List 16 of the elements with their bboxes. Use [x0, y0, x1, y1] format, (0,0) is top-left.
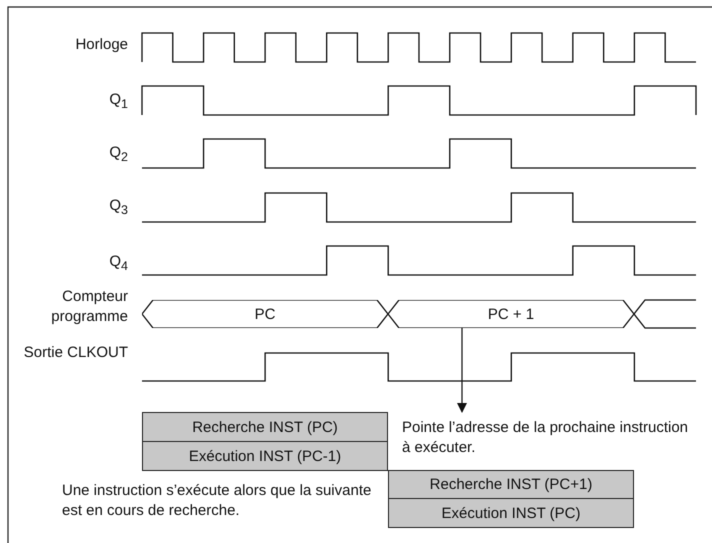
signal-label: Horloge — [74, 35, 128, 55]
signal-label: Q$_{3}$ — [108, 196, 128, 219]
instruction-box: Exécution INST (PC) — [388, 498, 634, 528]
signal-label: Q$_{4}$ — [108, 252, 128, 275]
signal-label: Q$_{2}$ — [108, 143, 128, 166]
note-text: Pointe l’adresse de la prochaine instruction à exécuter. — [402, 412, 692, 456]
signal-label: Sortie CLKOUT — [22, 343, 128, 363]
bus-value-hexagon: PC — [142, 300, 388, 328]
bus-value-hexagon: PC + 1 — [388, 300, 634, 328]
instruction-box: Recherche INST (PC) — [142, 412, 388, 442]
note-text: Une instruction s’exécute alors que la suivante est en cours de recherche. — [62, 481, 372, 521]
instruction-box: Recherche INST (PC+1) — [388, 470, 634, 499]
signal-label: Compteur programme — [50, 287, 128, 327]
signal-label: Q$_{1}$ — [108, 90, 128, 113]
instruction-box: Exécution INST (PC-1) — [142, 441, 388, 471]
arrow — [457, 328, 467, 413]
